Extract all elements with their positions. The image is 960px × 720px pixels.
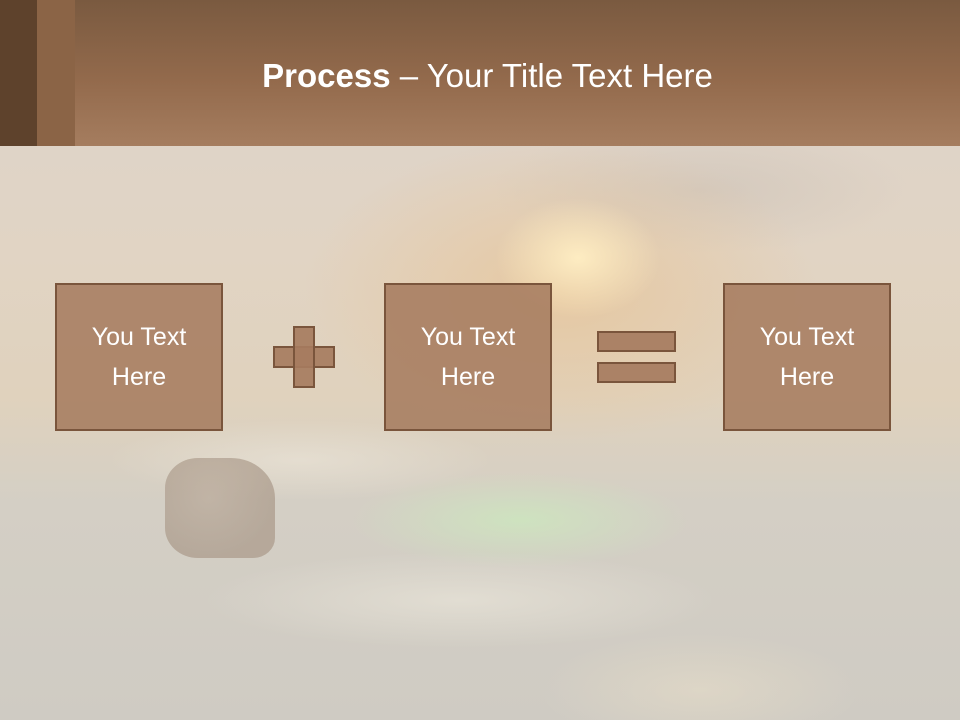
box-text: You Text Here bbox=[403, 317, 533, 397]
equals-bottom-bar bbox=[597, 362, 676, 383]
box-text: You Text Here bbox=[74, 317, 204, 397]
box-line2: Here bbox=[440, 363, 496, 391]
title-bold: Process bbox=[262, 57, 391, 94]
process-box-2[interactable]: You Text Here bbox=[384, 283, 552, 431]
sea-rock bbox=[165, 458, 275, 558]
equals-top-bar bbox=[597, 331, 676, 352]
box-line2: Here bbox=[779, 363, 835, 391]
title-band: Process – Your Title Text Here bbox=[0, 0, 960, 146]
box-line1: You Text bbox=[420, 323, 516, 351]
title-accent-light bbox=[37, 0, 75, 146]
title-rest: – Your Title Text Here bbox=[390, 57, 713, 94]
process-box-3[interactable]: You Text Here bbox=[723, 283, 891, 431]
process-box-1[interactable]: You Text Here bbox=[55, 283, 223, 431]
title-accent-dark bbox=[0, 0, 37, 146]
plus-icon bbox=[273, 326, 335, 388]
equals-icon bbox=[597, 331, 676, 383]
plus-vertical-bar bbox=[293, 326, 315, 388]
box-line1: You Text bbox=[759, 323, 855, 351]
box-text: You Text Here bbox=[742, 317, 872, 397]
box-line1: You Text bbox=[91, 323, 187, 351]
box-line2: Here bbox=[111, 363, 167, 391]
slide-title[interactable]: Process – Your Title Text Here bbox=[75, 52, 900, 100]
